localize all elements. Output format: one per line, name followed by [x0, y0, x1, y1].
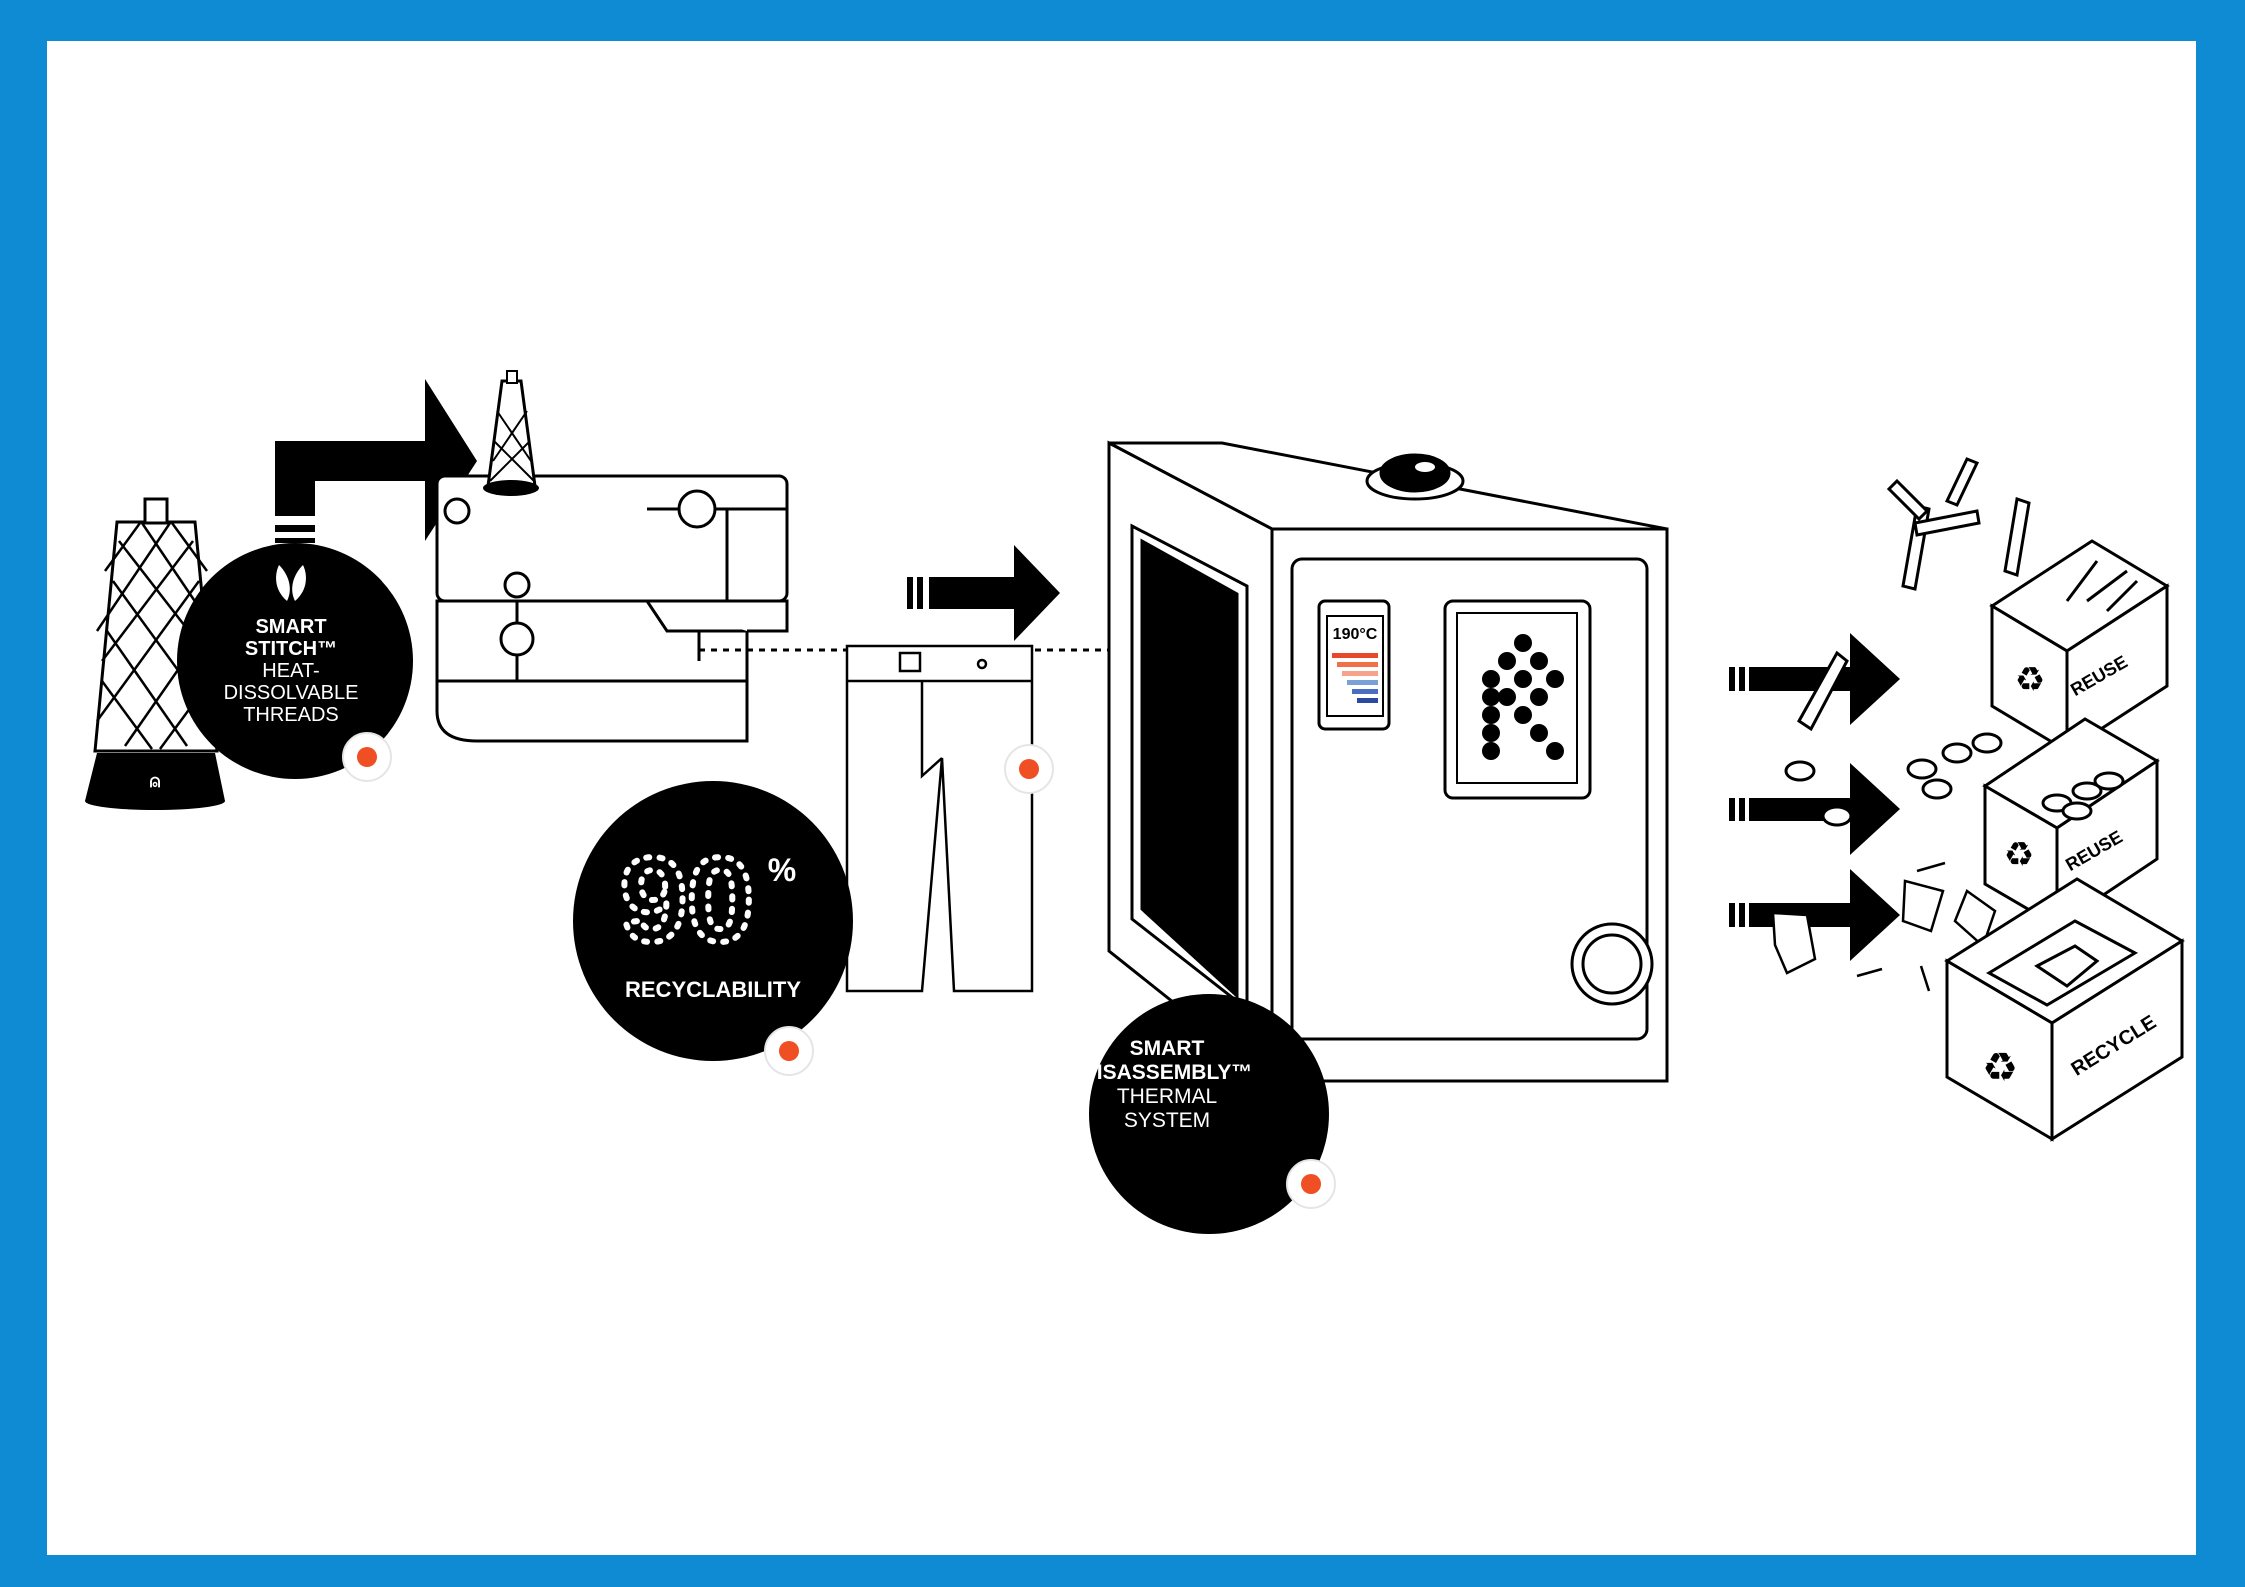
hotspot-stitch[interactable] [342, 732, 392, 782]
disassembly-line3: THERMAL [1117, 1085, 1217, 1108]
fabric-scraps [1771, 861, 1997, 992]
recyclability-label: RECYCLABILITY [625, 977, 801, 1002]
hotspot-jeans[interactable] [1004, 744, 1054, 794]
smart-stitch-badge: SMART STITCH™ HEAT- DISSOLVABLE THREADS [177, 543, 413, 779]
box-buttons: REUSE ♻ [1982, 717, 2160, 929]
recyclability-unit: % [768, 852, 796, 888]
arrow-fabric [1729, 869, 1900, 961]
cone-logo-icon: ⍝ [150, 771, 161, 791]
disassembly-line4: SYSTEM [1124, 1109, 1210, 1132]
recyclability-value: 90 [620, 833, 753, 967]
disassembly-line2: DISASSEMBLY™ [1082, 1061, 1253, 1084]
arrow-to-machine [907, 545, 1060, 641]
stitch-line3: HEAT- [262, 660, 319, 682]
stitch-line4: DISSOLVABLE [224, 682, 359, 704]
box-fabric: RECYCLE ♻ [1944, 877, 2185, 1142]
temperature-readout: 190°C [1333, 626, 1378, 643]
process-diagram: ⍝ SMART STITCH™ HEAT- DISSOLVABLE THREAD… [47, 41, 2196, 1555]
recycle-icon: ♻ [1982, 1046, 2018, 1090]
box-zippers: REUSE ♻ [1989, 539, 2170, 754]
hotspot-recyclability[interactable] [764, 1026, 814, 1076]
smart-disassembly-badge: SMART DISASSEMBLY™ THERMAL SYSTEM [1082, 994, 1329, 1234]
stitch-line2: STITCH™ [245, 638, 337, 660]
arrow-to-sewing-machine [275, 379, 477, 543]
stitch-line5: THREADS [243, 704, 339, 726]
leaf-icon [276, 565, 306, 601]
recycle-icon: ♻ [2015, 661, 2045, 699]
recycle-icon: ♻ [2004, 836, 2034, 874]
sewing-machine [435, 474, 789, 743]
recyclability-badge: 90 % RECYCLABILITY [573, 781, 853, 1061]
diagram-canvas: ⍝ SMART STITCH™ HEAT- DISSOLVABLE THREAD… [85, 370, 2185, 1234]
disassembly-line1: SMART [1130, 1037, 1205, 1060]
output-arrows [1729, 633, 1900, 961]
machine-spool [483, 370, 539, 496]
zippers [1797, 457, 2031, 732]
thread-cone: ⍝ [85, 497, 225, 810]
hotspot-disassembly[interactable] [1286, 1159, 1336, 1209]
jeans [845, 644, 1034, 993]
arrow-buttons [1729, 763, 1900, 855]
stitch-line1: SMART [255, 616, 326, 638]
disassembly-machine: 190°C [1107, 440, 1669, 1085]
brand-logo-icon [1482, 634, 1564, 760]
buttons [1784, 732, 2003, 827]
